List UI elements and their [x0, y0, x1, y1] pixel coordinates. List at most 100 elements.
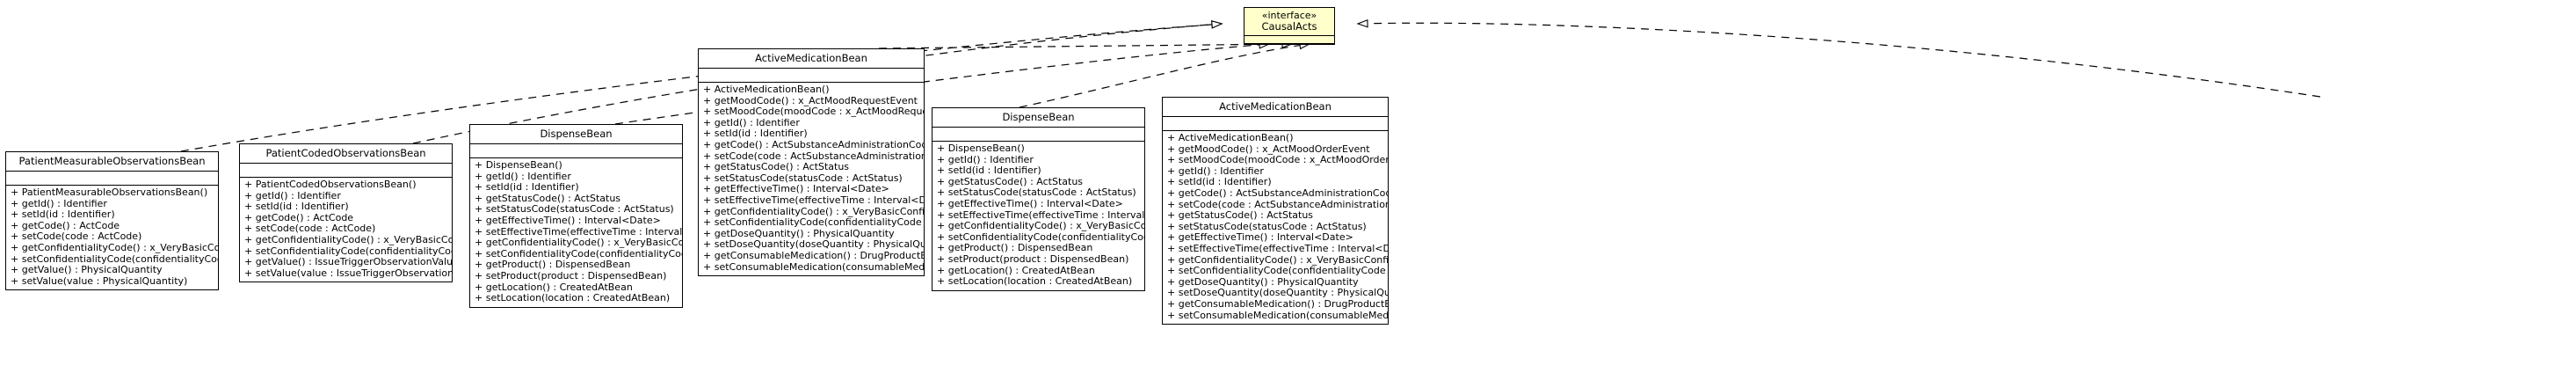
operation-row: + setConfidentialityCode(confidentiality…: [937, 231, 1144, 243]
interface-name: CausalActs: [1261, 20, 1317, 33]
operation-row: + PatientMeasurableObservationsBean(): [11, 187, 208, 198]
operation-row: + setConfidentialityCode(confidentiality…: [11, 253, 218, 265]
operation-row: + getConsumableMedication() : DrugProduc…: [703, 250, 924, 261]
uml-class-activemedicationbean-5[interactable]: ActiveMedicationBean + ActiveMedicationBe…: [1162, 97, 1389, 325]
operation-row: + setStatusCode(statusCode : ActStatus): [937, 187, 1136, 199]
uml-class-dispensebean-4[interactable]: DispenseBean + DispenseBean()+ getId() : …: [932, 107, 1145, 291]
operation-row: + setMoodCode(moodCode : x_ActMoodReques…: [703, 106, 924, 118]
operation-row: + setConfidentialityCode(confidentiality…: [703, 217, 924, 229]
operations-compartment: + PatientMeasurableObservationsBean()+ g…: [6, 186, 218, 290]
operation-row: + getEffectiveTime() : Interval<Date>: [703, 184, 889, 195]
operation-row: + getConfidentialityCode() : x_VeryBasic…: [475, 238, 682, 249]
operation-row: + setEffectiveTime(effectiveTime : Inter…: [937, 209, 1144, 221]
attributes-compartment: [699, 69, 924, 83]
operation-row: + getConfidentialityCode() : x_VeryBasic…: [11, 242, 218, 253]
operations-compartment: + PatientCodedObservationsBean()+ getId(…: [240, 178, 452, 282]
operation-row: + setDoseQuantity(doseQuantity : Physica…: [703, 239, 924, 251]
operation-row: + setProduct(product : DispensedBean): [937, 253, 1129, 265]
operation-row: + PatientCodedObservationsBean(): [244, 179, 417, 190]
operation-row: + getConfidentialityCode() : x_VeryBasic…: [937, 221, 1144, 232]
operation-row: + getConfidentialityCode() : x_VeryBasic…: [1167, 254, 1388, 266]
operation-row: + getId() : Identifier: [475, 171, 571, 182]
attributes-compartment: [1163, 117, 1388, 131]
operation-row: + getId() : Identifier: [937, 154, 1034, 165]
operation-row: + DispenseBean(): [475, 160, 562, 171]
operation-row: + getCode() : ActCode: [11, 220, 120, 231]
operation-row: + getId() : Identifier: [703, 117, 800, 128]
attributes-compartment: [240, 164, 452, 178]
operation-row: + setConfidentialityCode(confidentiality…: [475, 248, 682, 260]
operations-compartment: + DispenseBean()+ getId() : Identifier+ …: [470, 158, 682, 307]
uml-class-patientmeasurableobservationsbean-0[interactable]: PatientMeasurableObservationsBean+ Patie…: [5, 151, 219, 291]
class-name: DispenseBean: [470, 125, 682, 144]
operation-row: + getCode() : ActSubstanceAdministration…: [1167, 187, 1388, 199]
operation-row: + setId(id : Identifier): [1167, 177, 1272, 188]
operation-row: + getProduct() : DispensedBean: [937, 243, 1093, 254]
operation-row: + getStatusCode() : ActStatus: [937, 176, 1084, 187]
operation-row: + setStatusCode(statusCode : ActStatus): [703, 172, 903, 184]
interface-causalacts[interactable]: «interface» CausalActs: [1244, 7, 1335, 45]
operation-row: + setProduct(product : DispensedBean): [475, 270, 667, 282]
attributes-compartment: [470, 144, 682, 158]
class-name: DispenseBean: [932, 108, 1144, 128]
operation-row: + getLocation() : CreatedAtBean: [937, 265, 1095, 276]
operation-row: + setValue(value : IssueTriggerObservati…: [244, 267, 452, 279]
operation-row: + getValue() : PhysicalQuantity: [11, 265, 163, 276]
operations-compartment: + DispenseBean()+ getId() : Identifier+ …: [932, 142, 1144, 290]
uml-class-activemedicationbean-3[interactable]: ActiveMedicationBean + ActiveMedicationBe…: [698, 48, 925, 277]
operation-row: + getLocation() : CreatedAtBean: [475, 282, 633, 293]
interface-stereotype: «interface»: [1261, 10, 1317, 21]
operations-compartment: + ActiveMedicationBean()+ getMoodCode() …: [1163, 131, 1388, 325]
operation-row: + getEffectiveTime() : Interval<Date>: [1167, 232, 1353, 244]
realization-edge-6: [1356, 18, 2321, 98]
operation-row: + getCode() : ActSubstanceAdministration…: [703, 139, 924, 150]
operation-row: + getEffectiveTime() : Interval<Date>: [475, 215, 661, 226]
operation-row: + setStatusCode(statusCode : ActStatus): [475, 204, 674, 216]
operation-row: + getStatusCode() : ActStatus: [475, 193, 621, 204]
operation-row: + getEffectiveTime() : Interval<Date>: [937, 198, 1123, 209]
operation-row: + getConfidentialityCode() : x_VeryBasic…: [244, 234, 452, 245]
operation-row: + getProduct() : DispensedBean: [475, 260, 631, 271]
operation-row: + setId(id : Identifier): [475, 182, 579, 194]
operation-row: + setEffectiveTime(effectiveTime : Inter…: [1167, 243, 1388, 254]
operation-row: + getDoseQuantity() : PhysicalQuantity: [1167, 276, 1359, 288]
operation-row: + setStatusCode(statusCode : ActStatus): [1167, 221, 1367, 232]
operation-row: + setCode(code : ActSubstanceAdministrat…: [1167, 199, 1388, 210]
operation-row: + getCode() : ActCode: [244, 212, 354, 223]
operation-row: + setCode(code : ActSubstanceAdministrat…: [703, 150, 924, 162]
operation-row: + getStatusCode() : ActStatus: [1167, 210, 1314, 222]
operation-row: + ActiveMedicationBean(): [1167, 133, 1294, 143]
operation-row: + setConsumableMedication(consumableMedi…: [703, 261, 924, 273]
operation-row: + getId() : Identifier: [1167, 165, 1264, 177]
operation-row: + getConsumableMedication() : DrugProduc…: [1167, 298, 1388, 310]
operation-row: + DispenseBean(): [937, 143, 1025, 154]
attributes-compartment: [932, 128, 1144, 142]
operation-row: + setId(id : Identifier): [11, 209, 115, 221]
uml-class-patientcodedobservationsbean-1[interactable]: PatientCodedObservationsBean + PatientCod…: [239, 143, 453, 283]
operation-row: + setId(id : Identifier): [937, 165, 1041, 177]
operation-row: + getMoodCode() : x_ActMoodRequestEvent: [703, 95, 918, 106]
operation-row: + setId(id : Identifier): [703, 128, 808, 140]
class-name: PatientCodedObservationsBean: [240, 144, 452, 164]
operation-row: + setMoodCode(moodCode : x_ActMoodOrderE…: [1167, 155, 1388, 166]
operation-row: + getId() : Identifier: [11, 198, 107, 209]
operation-row: + setConsumableMedication(consumableMedi…: [1167, 310, 1388, 321]
operations-compartment: + ActiveMedicationBean()+ getMoodCode() …: [699, 83, 924, 276]
interface-header: «interface» CausalActs: [1244, 8, 1334, 36]
operation-row: + ActiveMedicationBean(): [703, 84, 830, 95]
operation-row: + setLocation(location : CreatedAtBean): [937, 276, 1133, 288]
class-name: ActiveMedicationBean: [699, 49, 924, 69]
operation-row: + setConfidentialityCode(confidentiality…: [1167, 266, 1388, 277]
class-name: ActiveMedicationBean: [1163, 98, 1388, 117]
operation-row: + getConfidentialityCode() : x_VeryBasic…: [703, 206, 924, 217]
operation-row: + setEffectiveTime(effectiveTime : Inter…: [703, 194, 924, 206]
operation-row: + setCode(code : ActCode): [11, 231, 142, 243]
uml-class-dispensebean-2[interactable]: DispenseBean + DispenseBean()+ getId() : …: [469, 124, 683, 308]
operation-row: + getValue() : IssueTriggerObservationVa…: [244, 257, 452, 268]
operation-row: + setId(id : Identifier): [244, 201, 349, 213]
operation-row: + setLocation(location : CreatedAtBean): [475, 293, 671, 304]
operation-row: + setConfidentialityCode(confidentiality…: [244, 245, 452, 257]
operation-row: + getStatusCode() : ActStatus: [703, 162, 850, 173]
operation-row: + getDoseQuantity() : PhysicalQuantity: [703, 228, 895, 239]
